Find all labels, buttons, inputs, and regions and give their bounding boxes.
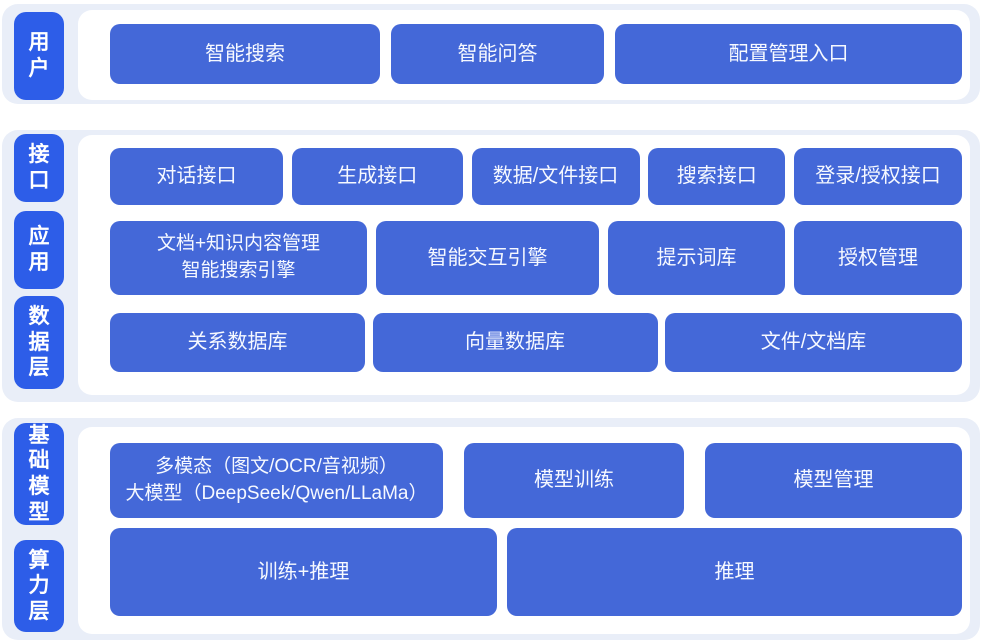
panel-bottom-layers: 多模态（图文/OCR/音视频） 大模型（DeepSeek/Qwen/LLaMa）… [78,427,970,634]
block-inference: 推理 [507,528,962,616]
layer-pill-data-label: 数据层 [28,305,50,380]
block-vector-db: 向量数据库 [372,313,658,372]
band-bottom-layers: 基础模型 算力层 多模态（图文/OCR/音视频） 大模型（DeepSeek/Qw… [2,418,980,640]
block-generation-api: 生成接口 [291,148,463,205]
layer-pill-interface-label: 接口 [28,143,50,192]
layer-pill-application-label: 应用 [28,225,50,274]
block-login-auth-api: 登录/授权接口 [794,148,962,205]
block-config-management-entry: 配置管理入口 [615,24,962,84]
block-relational-db: 关系数据库 [110,313,365,372]
block-training-inference: 训练+推理 [110,528,497,616]
block-multimodal-llm: 多模态（图文/OCR/音视频） 大模型（DeepSeek/Qwen/LLaMa） [110,443,443,518]
layer-pill-application: 应用 [14,211,64,289]
row-interfaces: 对话接口 生成接口 数据/文件接口 搜索接口 登录/授权接口 [110,148,962,205]
block-prompt-library: 提示词库 [608,221,785,295]
layer-pill-data: 数据层 [14,296,64,389]
panel-user-layer: 智能搜索 智能问答 配置管理入口 [78,10,970,100]
block-model-management: 模型管理 [705,443,962,518]
block-smart-search: 智能搜索 [110,24,380,84]
block-data-file-api: 数据/文件接口 [471,148,640,205]
block-file-doc-store: 文件/文档库 [665,313,962,372]
block-search-api: 搜索接口 [648,148,786,205]
block-doc-knowledge-search-engine: 文档+知识内容管理 智能搜索引擎 [110,221,367,295]
row-user-entries: 智能搜索 智能问答 配置管理入口 [110,24,962,84]
layer-pill-user-label: 用户 [28,31,50,80]
block-model-training: 模型训练 [464,443,684,518]
block-dialog-api: 对话接口 [110,148,283,205]
band-middle-layers: 接口 应用 数据层 对话接口 生成接口 数据/文件接口 搜索接口 登录/授权接口… [2,130,980,402]
band-user-layer: 用户 智能搜索 智能问答 配置管理入口 [2,4,980,104]
block-interaction-engine: 智能交互引擎 [376,221,599,295]
layer-pill-foundation-model-label: 基础模型 [28,423,50,524]
block-auth-management: 授权管理 [794,221,962,295]
row-compute: 训练+推理 推理 [110,528,962,616]
row-applications: 文档+知识内容管理 智能搜索引擎 智能交互引擎 提示词库 授权管理 [110,221,962,295]
panel-middle-layers: 对话接口 生成接口 数据/文件接口 搜索接口 登录/授权接口 文档+知识内容管理… [78,135,970,395]
block-smart-qa: 智能问答 [391,24,604,84]
layer-pill-user: 用户 [14,12,64,100]
layer-pill-compute-label: 算力层 [28,548,50,623]
layer-pill-compute: 算力层 [14,540,64,632]
layer-pill-interface: 接口 [14,134,64,202]
row-data-stores: 关系数据库 向量数据库 文件/文档库 [110,313,962,372]
layer-pill-foundation-model: 基础模型 [14,423,64,525]
row-models: 多模态（图文/OCR/音视频） 大模型（DeepSeek/Qwen/LLaMa）… [110,443,962,518]
